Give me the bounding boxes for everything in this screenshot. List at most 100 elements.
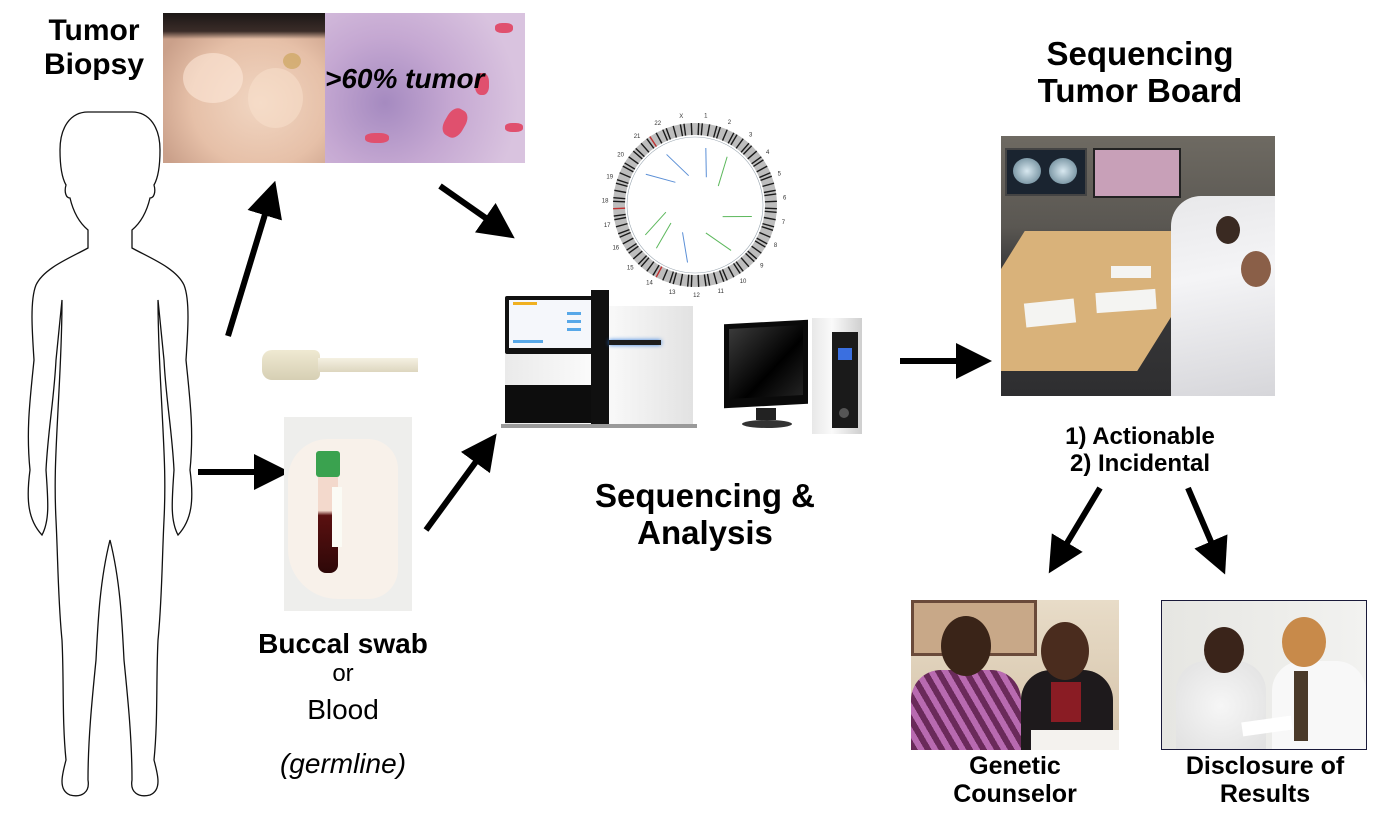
circos-band — [712, 125, 718, 138]
or-label: or — [332, 660, 354, 687]
circos-band — [745, 252, 755, 263]
gross-tumor-photo — [163, 13, 325, 163]
circos-band — [668, 271, 675, 284]
circos-chromosome-label: 2 — [728, 120, 732, 126]
tumor-board-label: Sequencing Tumor Board — [990, 35, 1290, 110]
circos-band — [753, 159, 764, 168]
circos-chromosome-label: 12 — [693, 293, 700, 299]
arrow-board-to-disclosure — [1185, 486, 1228, 575]
circos-chromosome-label: X — [679, 114, 683, 120]
circos-link — [655, 222, 672, 249]
circos-band — [679, 273, 684, 286]
circos-chromosome-label: 18 — [602, 198, 609, 204]
circos-band — [763, 189, 776, 194]
circos-band — [721, 129, 728, 141]
circos-band — [655, 266, 663, 278]
circos-chromosome-label: 11 — [718, 289, 725, 295]
blood-tube-photo — [284, 417, 412, 611]
tumor-board-line-2: Tumor Board — [1037, 71, 1243, 109]
circos-band — [732, 263, 741, 274]
circos-band — [615, 222, 628, 228]
sequencer-machine-image — [501, 290, 700, 430]
circos-band — [655, 132, 663, 144]
genetic-counselor-label: Genetic Counselor — [905, 752, 1125, 808]
tumor-board-photo — [1001, 136, 1275, 396]
circos-chromosome-label: 9 — [760, 263, 764, 269]
circos-band — [690, 274, 693, 287]
circos-link — [705, 148, 707, 178]
circos-band — [672, 125, 678, 138]
circos-chromosome-label: 15 — [627, 266, 634, 272]
genetic-counselor-line-2: Counselor — [953, 780, 1077, 808]
circos-chromosome-label: 19 — [606, 174, 613, 180]
circos-band — [697, 123, 700, 136]
circos-band — [672, 272, 678, 285]
buccal-swab-label: Buccal swab — [258, 628, 428, 659]
circos-chromosome-label: 17 — [604, 223, 611, 229]
circos-band — [662, 269, 669, 281]
circos-band — [615, 182, 628, 188]
circos-band — [715, 126, 722, 139]
disclosure-line-2: Results — [1219, 780, 1311, 808]
circos-chromosome-label: 4 — [766, 150, 770, 156]
circos-band — [624, 162, 636, 170]
circos-band — [635, 147, 645, 158]
circos-band — [640, 142, 650, 153]
circos-band — [754, 240, 766, 248]
arrow-blood-to-sequencer — [423, 433, 497, 532]
circos-band — [632, 250, 643, 260]
circos-band — [727, 266, 735, 278]
tumor-biopsy-line-2: Biopsy — [43, 47, 145, 81]
circos-chromosome-label: 5 — [778, 171, 782, 177]
findings-label: 1) Actionable 2) Incidental — [1020, 423, 1260, 478]
arrow-biopsy-to-sequencer — [438, 183, 515, 239]
circos-band — [632, 150, 643, 160]
circos-band — [759, 231, 771, 238]
circos-band — [756, 165, 768, 173]
sequencing-analysis-label: Sequencing & Analysis — [560, 477, 850, 552]
circos-band — [747, 150, 758, 160]
circos-link — [717, 156, 728, 187]
circos-link — [644, 211, 667, 236]
circos-band — [740, 142, 750, 153]
disclosure-label: Disclosure of Results — [1155, 752, 1375, 808]
circos-band — [613, 213, 626, 217]
tumor-board-line-1: Sequencing — [1046, 35, 1234, 72]
germline-label: (germline) — [279, 748, 407, 779]
circos-band — [718, 270, 725, 283]
tumor-percent-label: >60% tumor — [325, 63, 485, 94]
circos-band — [700, 123, 704, 136]
circos-band — [619, 231, 631, 238]
circos-chromosome-label: 13 — [669, 290, 676, 296]
circos-chromosome-label: 22 — [654, 121, 661, 127]
circos-band — [613, 196, 626, 200]
circos-ideogram-ring — [613, 123, 777, 287]
circos-band — [640, 257, 650, 268]
circos-band — [686, 274, 690, 287]
circos-chromosome-label: 6 — [783, 195, 787, 201]
circos-band — [727, 132, 735, 144]
circos-band — [762, 182, 775, 188]
genetic-counselor-line-1: Genetic — [969, 752, 1061, 780]
circos-band — [764, 193, 777, 197]
circos-band — [683, 123, 687, 136]
circos-band — [751, 156, 762, 165]
computer-image — [724, 318, 866, 436]
circos-band — [626, 242, 637, 251]
finding-incidental: 2) Incidental — [1069, 449, 1211, 477]
circos-link — [666, 154, 690, 177]
circos-band — [637, 255, 648, 265]
circos-band — [756, 237, 768, 245]
circos-band — [619, 172, 631, 179]
disclosure-photo — [1161, 600, 1367, 750]
buccal-swab-image — [262, 350, 418, 380]
genetic-counselor-photo — [911, 600, 1119, 750]
circos-band — [703, 274, 707, 287]
circos-band — [742, 145, 753, 155]
circos-band — [614, 216, 627, 221]
circos-band — [762, 222, 775, 228]
circos-band — [764, 210, 777, 214]
circos-band — [730, 134, 738, 146]
